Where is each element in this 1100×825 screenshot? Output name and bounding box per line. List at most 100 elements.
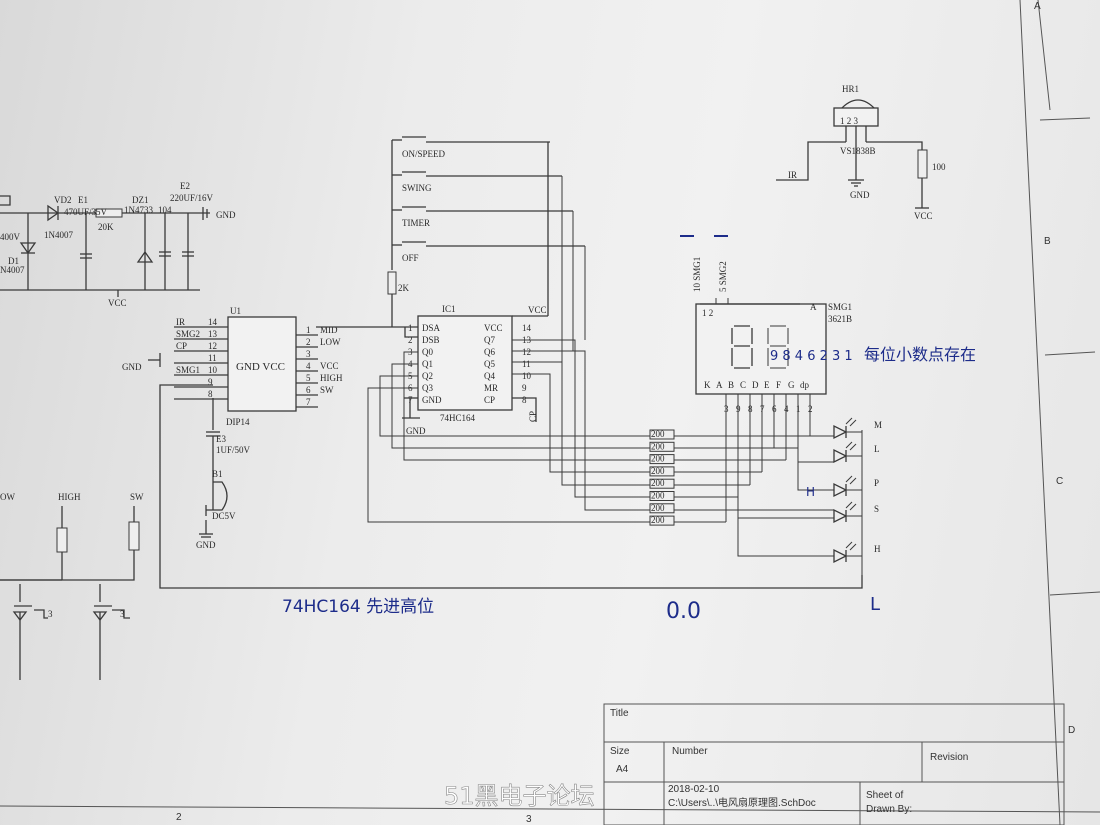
e3-value: 1UF/50V [216,445,251,455]
ic1-vcc: VCC [528,305,547,315]
dz1-label: DZ1 [132,195,149,205]
ir-gnd: GND [850,190,870,200]
display-pin-a: A [810,302,817,312]
array-resistor [649,441,675,452]
b1-ref: B1 [212,469,223,479]
button-swing: SWING [402,183,432,193]
frame-col-3: 3 [526,814,532,825]
led-label: P [874,478,879,488]
power-supply: VD2 1N4007 E1 470UF/35V 20K DZ1 1N4733 1… [0,181,236,308]
ir-out-label: IR [788,170,797,180]
seg-label: G [788,380,795,390]
left-label-sw: SW [130,492,144,502]
tb-revision: Revision [930,752,968,763]
tb-title: Title [610,708,629,719]
power-vcc-label: VCC [108,298,127,308]
seg-pin-num: 6 [772,404,777,414]
led-label: S [874,504,879,514]
ic1-ref: IC1 [442,304,456,314]
display-ref: SMG1 [828,302,852,312]
tb-size: Size [610,746,630,757]
watermark-text: 51黑电子论坛 [444,782,595,810]
ic1-right-pin-name: Q4 [484,371,495,381]
seg-pin-num: 9 [736,404,741,414]
seg-pin-num: 4 [784,404,789,414]
frame-row-b: B [1044,236,1051,247]
b1-gnd: GND [196,540,216,550]
seven-seg-digit-1 [731,325,753,369]
tb-size-value: A4 [616,764,629,775]
ic1-left-pin-name: DSA [422,323,441,333]
seg-label: D [752,380,759,390]
transistor2-pin3: 3 [120,609,125,619]
ic1-left-pin-name: Q1 [422,359,433,369]
display-wires [674,298,863,580]
button-on-speed: ON/SPEED [402,149,446,159]
array-resistor [649,515,675,526]
seg-label: C [740,380,746,390]
led-p: P [833,475,879,498]
ic1-right-pin-name: Q6 [484,347,495,357]
b1-value: DC5V [212,511,236,521]
power-gnd-label: GND [216,210,236,220]
display-part: 3621B [828,314,852,324]
u1-left-pin-num: 14 [208,317,218,327]
v400-label: 400V [0,232,21,242]
e3-ref: E3 [216,434,226,444]
led-s: S [833,501,879,524]
e1-value: 470UF/35V [64,207,108,217]
u1-right-pin-num: 1 [306,325,311,335]
u1-left-pin-name: CP [176,341,187,351]
ic1-right-pin-name: Q5 [484,359,495,369]
ic1-left-pin-num: 2 [408,335,413,345]
ir-receiver: HR1 1 2 3 VS1838B GND IR 100 VCC [776,84,946,221]
led-label: L [874,444,880,454]
r-20k-value: 20K [98,222,114,232]
u1-right-pin-name: MID [320,325,338,335]
smg2-pin-label: 5 SMG2 [718,261,728,292]
array-resistor-value: 200 [651,454,665,464]
frame-row-c: C [1056,476,1063,487]
array-resistor [649,466,675,477]
tb-drawn-by: Drawn By: [866,804,912,815]
array-resistor-value: 200 [651,491,665,501]
ir-r-value: 100 [932,162,946,172]
seg-pin-num: 1 [796,404,801,414]
e1-label: E1 [78,195,88,205]
seg-label: F [776,380,781,390]
ic1-right-pin-num: 14 [522,323,532,333]
u1-package: DIP14 [226,417,250,427]
e2-label: E2 [180,181,190,191]
array-resistor [649,503,675,514]
ic1-right-pin-num: 10 [522,371,532,381]
ic1-cp: CP [528,411,538,422]
ir-part: VS1838B [840,146,876,156]
ir-vcc: VCC [914,211,933,221]
ir-ref: HR1 [842,84,859,94]
seg-label: A [716,380,723,390]
led-label: M [874,420,882,430]
ic1-right-pin-name: MR [484,383,498,393]
u1-left-pin-num: 10 [208,365,218,375]
ic1-left-pin-name: DSB [422,335,440,345]
u1-body-text: GND VCC [236,361,285,373]
tb-number: Number [672,746,708,757]
ic1-part: 74HC164 [440,413,476,423]
left-label-ow: OW [0,492,15,502]
display-top-pins: 1 2 [702,308,713,318]
array-resistor [649,491,675,501]
diode1-value: 1N4007 [44,230,73,240]
ic1-right-pin-num: 8 [522,395,527,405]
ic1-right-pin-name: Q7 [484,335,495,345]
array-resistor-value: 200 [651,466,665,476]
led-m: M [833,417,882,440]
tb-sheet: Sheet of [866,790,903,801]
array-resistor-value: 200 [651,441,665,451]
u1-left-pin-num: 12 [208,341,217,351]
cap-104-value: 104 [158,205,172,215]
